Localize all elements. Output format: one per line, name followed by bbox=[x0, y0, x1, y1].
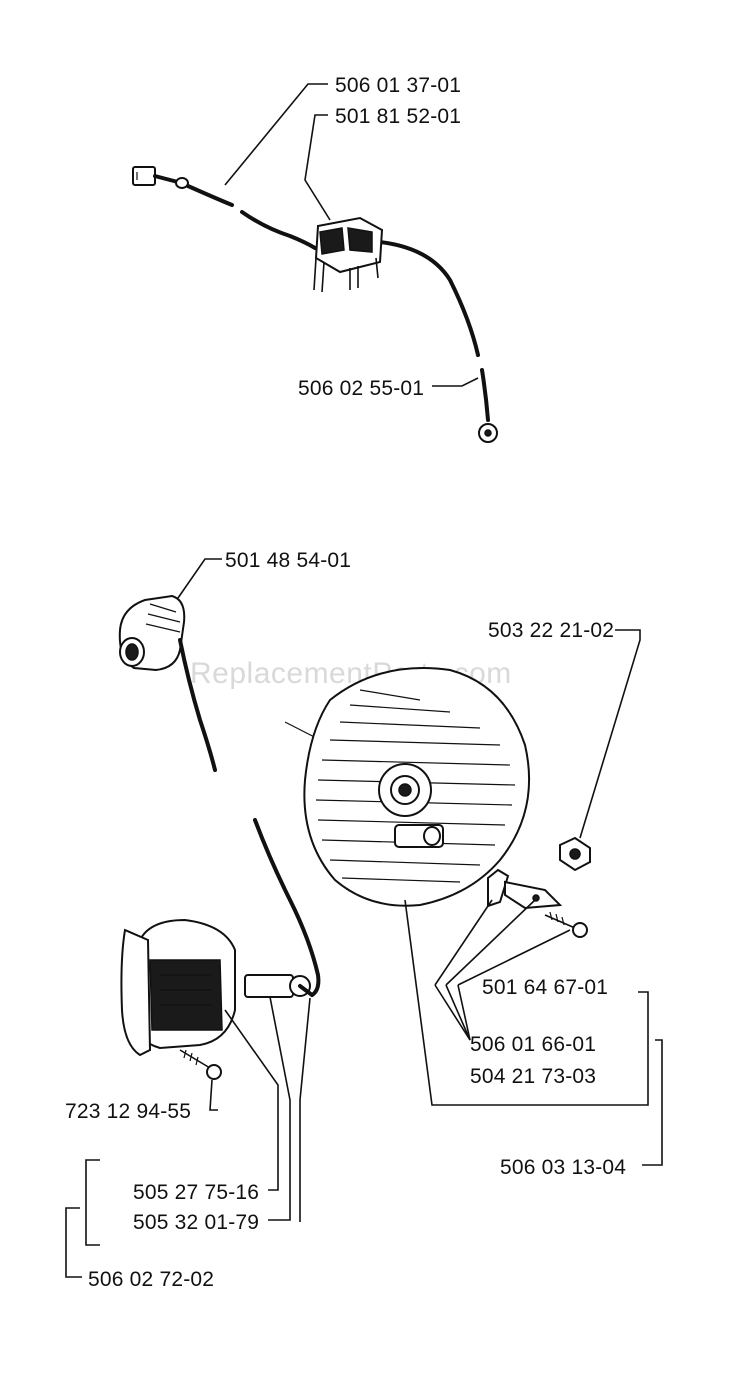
part-number-506-02-72-02: 506 02 72-02 bbox=[88, 1268, 214, 1291]
flywheel-key-icon bbox=[487, 868, 588, 938]
part-number-501-81-52-01: 501 81 52-01 bbox=[335, 105, 461, 128]
spark-plug-cap-icon bbox=[118, 594, 321, 997]
part-number-506-03-13-04: 506 03 13-04 bbox=[500, 1156, 626, 1179]
part-number-504-21-73-03: 504 21 73-03 bbox=[470, 1065, 596, 1088]
switch-icon bbox=[313, 216, 384, 293]
nut-icon bbox=[559, 836, 591, 872]
part-number-503-22-21-02: 503 22 21-02 bbox=[488, 619, 614, 642]
wire-harness-icon bbox=[132, 166, 498, 443]
part-number-506-01-37-01: 506 01 37-01 bbox=[335, 74, 461, 97]
part-number-506-02-55-01: 506 02 55-01 bbox=[298, 377, 424, 400]
part-number-505-27-75-16: 505 27 75-16 bbox=[133, 1181, 259, 1204]
flywheel-icon bbox=[284, 667, 531, 907]
part-number-501-64-67-01: 501 64 67-01 bbox=[482, 976, 608, 999]
ignition-coil-icon bbox=[120, 918, 314, 1080]
part-number-501-48-54-01: 501 48 54-01 bbox=[225, 549, 351, 572]
part-number-505-32-01-79: 505 32 01-79 bbox=[133, 1211, 259, 1234]
part-number-506-01-66-01: 506 01 66-01 bbox=[470, 1033, 596, 1056]
part-number-723-12-94-55: 723 12 94-55 bbox=[65, 1100, 191, 1123]
